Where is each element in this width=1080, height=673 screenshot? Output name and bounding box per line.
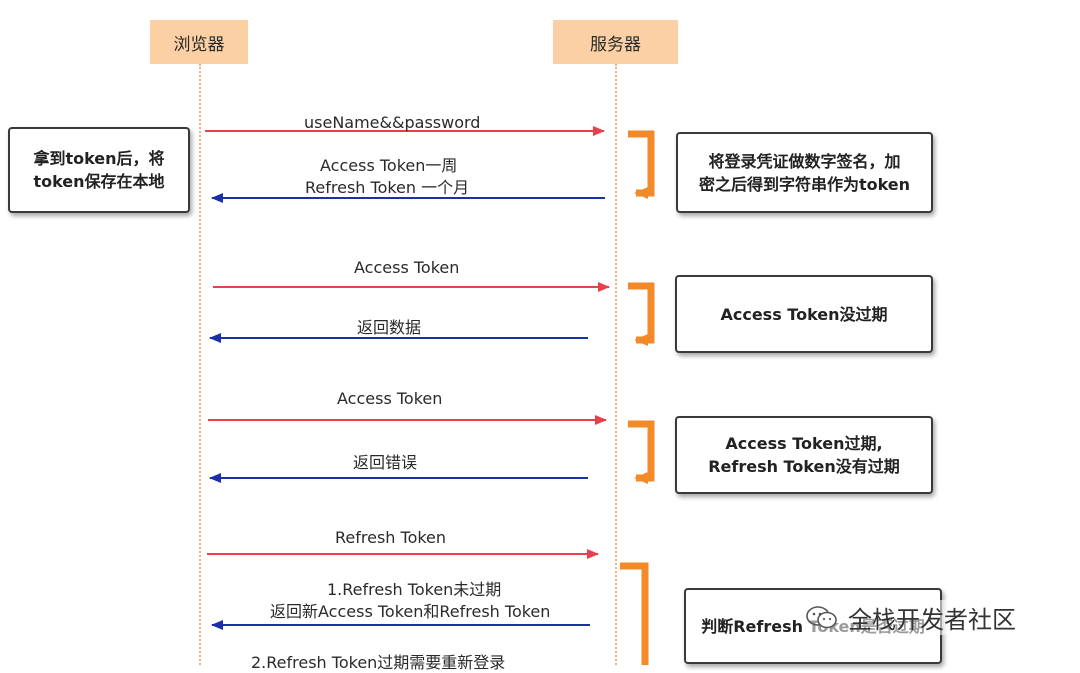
- message-login-label: useName&&password: [304, 113, 481, 132]
- note-expired-line2: Refresh Token没有过期: [708, 457, 900, 476]
- server-loop-4: [620, 562, 649, 665]
- server-lifeline: [615, 64, 617, 665]
- message-refresh-token: Refresh Token: [335, 528, 447, 547]
- wechat-icon: [806, 605, 838, 631]
- note-server-sign-line2: 密之后得到字符串作为token: [698, 174, 911, 194]
- note-access-not-expired: Access Token没过期: [675, 275, 933, 353]
- message-refresh-token-month: Refresh Token 一个月: [305, 178, 470, 197]
- message-return-data: 返回数据: [357, 318, 422, 337]
- watermark: 全栈开发者社区: [806, 600, 1016, 635]
- note-expired-line1: Access Token过期,: [725, 434, 883, 453]
- message-relogin: 2.Refresh Token过期需要重新登录: [251, 653, 506, 672]
- note-browser-store-token: 拿到token后，将 token保存在本地: [8, 127, 190, 213]
- server-actor: 服务器: [553, 20, 678, 64]
- message-refresh-valid: 1.Refresh Token未过期: [327, 580, 502, 599]
- note-not-expired-text: Access Token没过期: [720, 304, 888, 324]
- browser-actor-label: 浏览器: [173, 34, 225, 55]
- message-new-tokens: 返回新Access Token和Refresh Token: [270, 602, 551, 621]
- message-access-token-2: Access Token: [337, 389, 443, 408]
- message-access-token-1: Access Token: [354, 258, 460, 277]
- message-return-error: 返回错误: [353, 453, 418, 472]
- browser-actor: 浏览器: [150, 20, 248, 64]
- server-loop-2: [628, 282, 655, 346]
- note-browser-line2: token保存在本地: [33, 172, 165, 191]
- note-server-sign-line1: 将登录凭证做数字签名，加: [708, 151, 901, 171]
- note-access-expired: Access Token过期, Refresh Token没有过期: [675, 416, 933, 494]
- browser-lifeline: [199, 64, 201, 665]
- note-server-sign-token: 将登录凭证做数字签名，加 密之后得到字符串作为token: [676, 132, 933, 213]
- watermark-text: 全栈开发者社区: [848, 606, 1016, 634]
- server-actor-label: 服务器: [590, 34, 641, 55]
- server-loop-1: [628, 130, 655, 199]
- server-loop-3: [628, 420, 655, 484]
- message-access-token-week: Access Token一周: [320, 156, 458, 175]
- note-browser-line1: 拿到token后，将: [33, 149, 165, 168]
